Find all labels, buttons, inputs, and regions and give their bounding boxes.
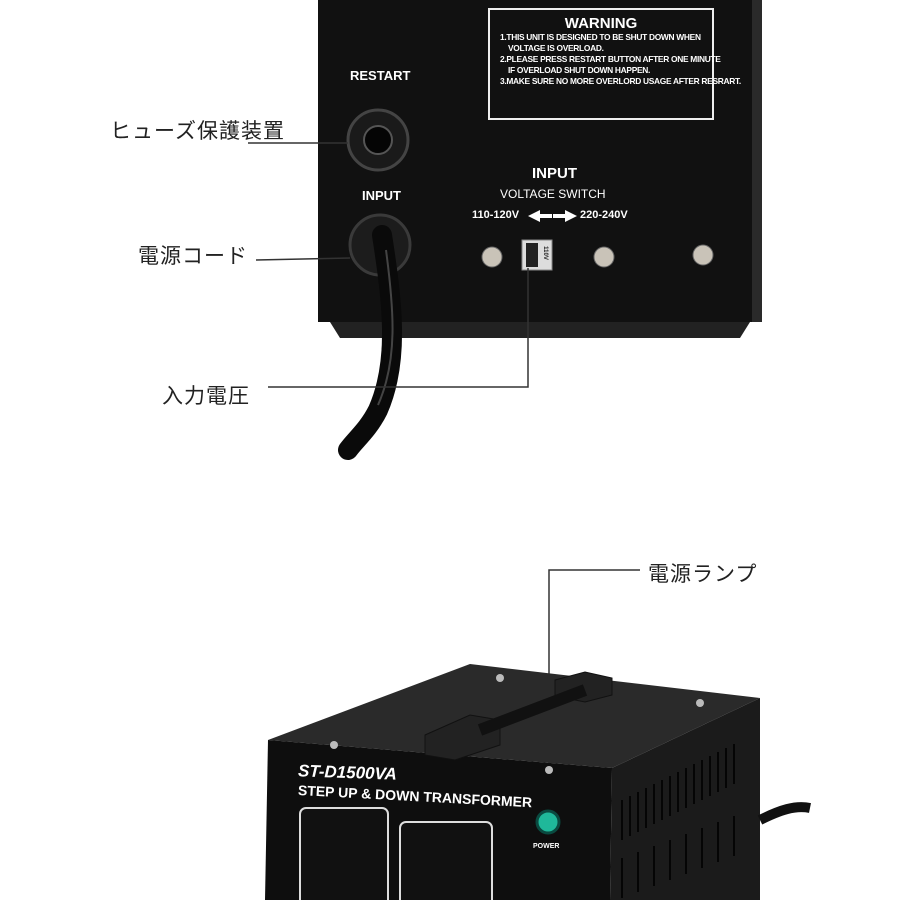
screw-terminal [692, 244, 714, 266]
power-cord-callout: 電源コード [138, 244, 248, 268]
screw-terminal [593, 246, 615, 268]
switch-title: INPUT [532, 165, 577, 182]
power-lamp-callout: 電源ランプ [648, 562, 758, 586]
warning-label: WARNING 1.THIS UNIT IS DESIGNED TO BE SH… [488, 8, 741, 120]
screw [330, 741, 338, 749]
warning-line: VOLTAGE IS OVERLOAD. [508, 43, 604, 53]
screw [545, 766, 553, 774]
restart-button [363, 125, 393, 155]
warning-line: IF OVERLOAD SHUT DOWN HAPPEN. [508, 65, 651, 75]
input-voltage-callout-line [268, 268, 529, 388]
screw-terminal [481, 246, 503, 268]
voltage-switch-rocker [526, 243, 538, 267]
switch-right-label: 220-240V [580, 209, 628, 221]
cord-callout-line [255, 257, 351, 261]
arrow-right-icon [553, 210, 577, 222]
handle-bar [477, 684, 588, 736]
fuse-callout: ヒューズ保護装置 [110, 119, 285, 143]
restart-label: RESTART [350, 68, 411, 83]
top-unit-side-edge [752, 0, 762, 322]
input-label: INPUT [362, 188, 401, 203]
input-voltage-callout: 入力電圧 [162, 384, 250, 408]
warning-title: WARNING [564, 15, 638, 32]
model-label: ST-D1500VA [297, 761, 398, 784]
arrow-left-icon [528, 210, 552, 222]
power-lamp [535, 809, 561, 835]
power-cord-highlight [377, 249, 394, 406]
screw [496, 674, 504, 682]
switch-subtitle: VOLTAGE SWITCH [500, 187, 606, 201]
screw [696, 699, 704, 707]
switch-position: 110V [541, 246, 548, 260]
outlet-1 [299, 807, 389, 900]
outlet-2 [399, 821, 493, 900]
power-cord [338, 225, 402, 460]
warning-line: 2.PLEASE PRESS RESTART BUTTON AFTER ONE … [500, 54, 721, 64]
side-vents [621, 744, 735, 898]
switch-left-label: 110-120V [472, 209, 520, 221]
warning-line: 3.MAKE SURE NO MORE OVERLORD USAGE AFTER… [500, 76, 741, 86]
top-unit-foot [330, 322, 750, 338]
rear-power-cord [757, 802, 811, 825]
warning-line: 1.THIS UNIT IS DESIGNED TO BE SHUT DOWN … [500, 32, 701, 42]
power-label: POWER [533, 843, 560, 850]
